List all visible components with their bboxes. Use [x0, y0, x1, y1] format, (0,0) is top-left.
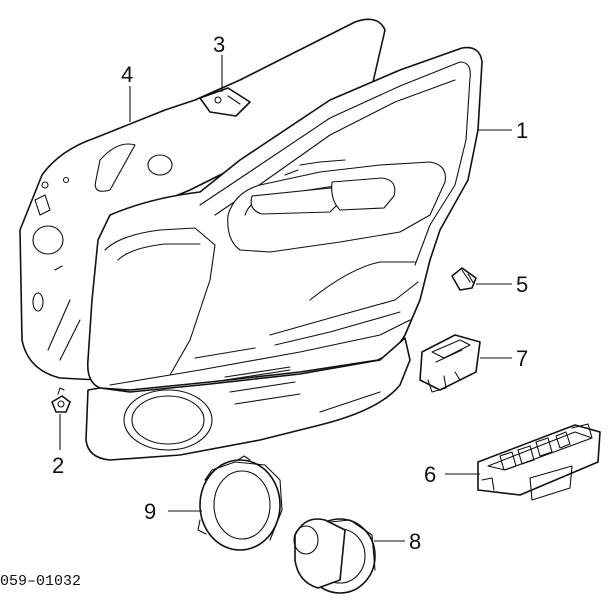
callout-2: 2	[52, 453, 64, 478]
callout-7: 7	[516, 346, 528, 371]
callout-8: 8	[409, 529, 421, 554]
part-2-trim-clip	[51, 387, 71, 413]
part-7-window-switch	[419, 334, 481, 393]
callout-5: 5	[516, 272, 528, 297]
part-3-retainer-clip	[199, 87, 251, 117]
part-1-door-trim-panel	[85, 46, 483, 461]
part-6-master-window-switch	[477, 423, 601, 501]
callout-numbers: 1 2 3 4 5 6 7 8 9	[52, 32, 528, 554]
callout-9: 9	[144, 499, 156, 524]
callout-6: 6	[424, 462, 436, 487]
part-8-speaker	[293, 518, 376, 594]
callout-4: 4	[121, 62, 133, 87]
part-4-door-panel-sheet	[19, 18, 386, 381]
drawing-code: 059–01032	[0, 573, 81, 590]
callout-3: 3	[213, 32, 225, 57]
part-5-courtesy-bulb	[451, 267, 477, 291]
callout-1: 1	[516, 118, 528, 143]
leader-lines	[59, 55, 512, 542]
part-9-speaker-spacer-ring	[197, 455, 283, 551]
